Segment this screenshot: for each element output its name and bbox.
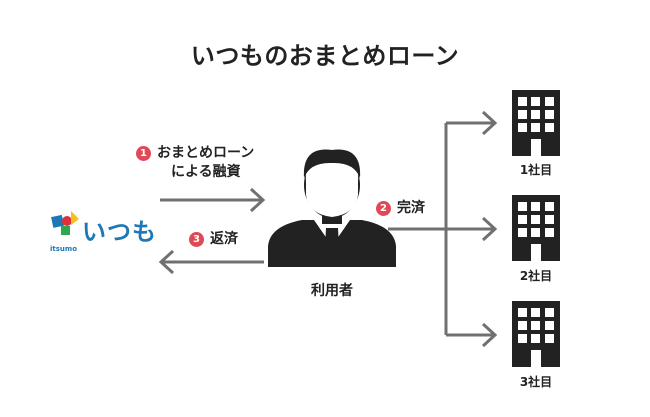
logo-sub: itsumo	[50, 245, 77, 253]
step-1-line1: おまとめローン	[157, 145, 255, 161]
repay-arrow	[158, 249, 264, 275]
loan-arrow	[160, 187, 266, 213]
logo-word: いつも	[82, 218, 157, 246]
step-3-text: 返済	[210, 231, 238, 247]
step-1-badge: 1	[136, 146, 151, 161]
logo-wordmark: いつも	[82, 212, 157, 247]
company-2-building-icon	[512, 195, 560, 261]
step-3-label: 3 返済	[189, 230, 238, 248]
user-icon	[268, 149, 396, 267]
diagram-title: いつものおまとめローン	[190, 42, 460, 70]
user-label: 利用者	[311, 283, 353, 299]
branch-arrows	[388, 110, 498, 348]
step-1-line2: による融資	[171, 164, 241, 180]
logo-subtext: itsumo	[50, 236, 77, 255]
step-2-label: 2 完済	[376, 199, 425, 217]
logo-mark-icon	[51, 211, 79, 235]
step-2-text: 完済	[397, 200, 425, 216]
company-2-label: 2社目	[519, 269, 553, 283]
step-2-badge: 2	[376, 201, 391, 216]
step-3-badge: 3	[189, 232, 204, 247]
step-1-label: 1 おまとめローン	[136, 144, 254, 162]
company-3-label: 3社目	[519, 375, 553, 389]
company-3-building-icon	[512, 301, 560, 367]
company-1-label: 1社目	[519, 163, 553, 177]
company-1-building-icon	[512, 90, 560, 156]
